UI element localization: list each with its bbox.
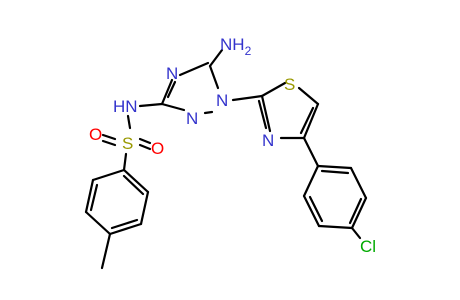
bond <box>138 137 152 145</box>
bond <box>350 226 362 240</box>
bond <box>302 194 321 228</box>
chlorine-label: Cl <box>360 237 376 256</box>
bond <box>316 164 353 170</box>
bond <box>208 48 224 68</box>
bond <box>138 102 164 108</box>
bond <box>91 168 126 182</box>
bond <box>231 94 264 102</box>
amino-label: NH2 <box>220 35 252 58</box>
bond <box>297 86 320 106</box>
bond <box>350 196 368 230</box>
bond <box>317 224 354 230</box>
bond <box>84 178 95 214</box>
triazole-n-right-label: N <box>216 91 228 110</box>
bond <box>257 99 268 130</box>
bond <box>260 94 272 133</box>
bond <box>302 102 320 140</box>
bond <box>302 164 320 198</box>
bond <box>178 61 210 77</box>
oxygen-left-label: O <box>89 125 102 144</box>
bond <box>89 183 99 212</box>
sulfonyl-s-label: S <box>122 134 133 153</box>
bond <box>203 110 214 115</box>
bond <box>122 168 150 194</box>
triazole-n-bottom-label: N <box>186 109 198 128</box>
bond <box>260 81 287 98</box>
atom-label-group: NH2 N N N HN S N S O O Cl <box>89 35 376 256</box>
bond <box>101 139 117 147</box>
bond <box>160 102 186 112</box>
thiazole-n-label: N <box>262 131 274 150</box>
bond <box>138 143 152 151</box>
bond <box>348 197 363 225</box>
thiazole-s-label: S <box>284 75 295 94</box>
bond <box>302 136 320 168</box>
bond <box>160 78 174 106</box>
bond <box>308 195 324 223</box>
bond <box>108 222 143 236</box>
bond <box>208 64 220 90</box>
bond <box>122 152 128 172</box>
bond <box>84 210 112 236</box>
bond <box>139 190 150 226</box>
sulfonamide-nh-label: HN <box>113 97 138 116</box>
bond <box>320 169 350 175</box>
bond <box>299 106 315 135</box>
triazole-n-top-label: N <box>166 64 178 83</box>
bond <box>110 218 139 230</box>
oxygen-right-label: O <box>151 139 164 158</box>
bond <box>126 114 132 130</box>
bond <box>100 232 112 270</box>
bond-group <box>84 48 368 270</box>
bond <box>349 166 368 200</box>
bond <box>122 174 145 196</box>
amino-subscript: 2 <box>245 44 252 58</box>
bond <box>101 133 117 141</box>
bond <box>166 80 177 99</box>
